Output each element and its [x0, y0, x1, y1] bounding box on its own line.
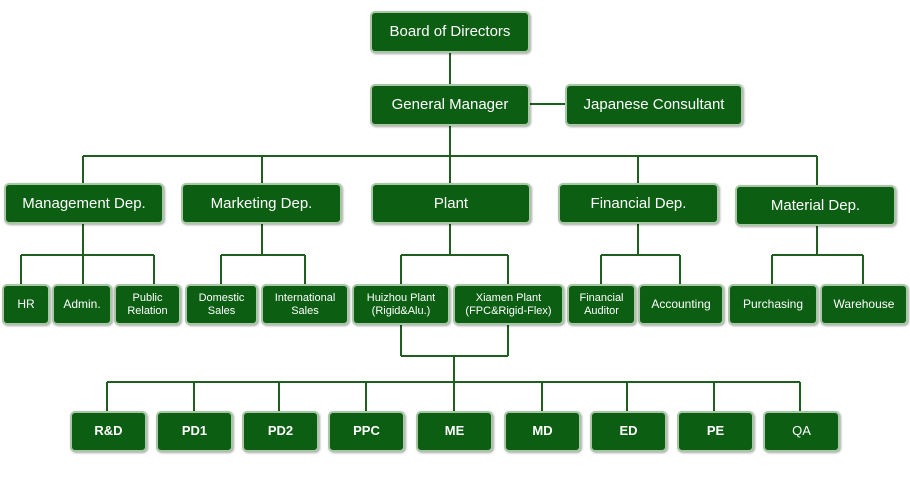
- financial-dep-box: Financial Dep.: [558, 183, 719, 224]
- plant-box: Plant: [371, 183, 531, 224]
- rd-box: R&D: [70, 411, 147, 452]
- marketing-dep-label: Marketing Dep.: [210, 194, 313, 212]
- japanese-consultant-label: Japanese Consultant: [583, 96, 725, 114]
- md-label: MD: [532, 423, 553, 439]
- admin-box: Admin.: [52, 284, 112, 325]
- general-manager-box: General Manager: [370, 84, 530, 126]
- accounting-label: Accounting: [651, 296, 711, 311]
- me-box: ME: [416, 411, 493, 452]
- domestic-sales-label: Domestic Sales: [198, 291, 245, 317]
- board-of-directors-box: Board of Directors: [370, 11, 530, 53]
- management-dep-label: Management Dep.: [22, 194, 146, 212]
- material-dep-box: Material Dep.: [735, 185, 896, 226]
- rd-label: R&D: [94, 423, 123, 439]
- pd1-label: PD1: [181, 423, 208, 439]
- general-manager-label: General Manager: [391, 96, 509, 114]
- accounting-box: Accounting: [638, 284, 724, 325]
- ppc-box: PPC: [328, 411, 405, 452]
- plant-label: Plant: [433, 194, 469, 212]
- material-dep-label: Material Dep.: [770, 196, 861, 214]
- me-label: ME: [444, 423, 465, 439]
- hr-label: HR: [17, 296, 35, 311]
- purchasing-label: Purchasing: [742, 296, 804, 311]
- international-sales-label: International Sales: [274, 291, 336, 317]
- ed-label: ED: [619, 423, 638, 439]
- huizhou-plant-label: Huizhou Plant (Rigid&Alu.): [366, 291, 436, 317]
- xiamen-plant-label: Xiamen Plant (FPC&Rigid-Flex): [465, 291, 552, 317]
- board-of-directors-label: Board of Directors: [389, 23, 511, 41]
- pd2-box: PD2: [242, 411, 319, 452]
- xiamen-plant-box: Xiamen Plant (FPC&Rigid-Flex): [453, 284, 564, 325]
- pd2-label: PD2: [267, 423, 294, 439]
- hr-box: HR: [2, 284, 50, 325]
- ed-box: ED: [590, 411, 667, 452]
- pd1-box: PD1: [156, 411, 233, 452]
- md-box: MD: [504, 411, 581, 452]
- management-dep-box: Management Dep.: [4, 183, 164, 224]
- ppc-label: PPC: [353, 423, 380, 439]
- japanese-consultant-box: Japanese Consultant: [565, 84, 743, 126]
- financial-auditor-box: Financial Auditor: [567, 284, 636, 325]
- qa-box: QA: [763, 411, 840, 452]
- public-relation-label: Public Relation: [127, 291, 168, 317]
- financial-dep-label: Financial Dep.: [590, 194, 687, 212]
- international-sales-box: International Sales: [261, 284, 349, 325]
- pe-label: PE: [706, 423, 725, 439]
- huizhou-plant-box: Huizhou Plant (Rigid&Alu.): [352, 284, 450, 325]
- warehouse-label: Warehouse: [833, 296, 895, 311]
- public-relation-box: Public Relation: [114, 284, 181, 325]
- admin-label: Admin.: [63, 296, 101, 311]
- warehouse-box: Warehouse: [820, 284, 908, 325]
- financial-auditor-label: Financial Auditor: [579, 291, 624, 317]
- marketing-dep-box: Marketing Dep.: [181, 183, 342, 224]
- qa-label: QA: [792, 423, 811, 439]
- pe-box: PE: [677, 411, 754, 452]
- domestic-sales-box: Domestic Sales: [185, 284, 258, 325]
- purchasing-box: Purchasing: [728, 284, 818, 325]
